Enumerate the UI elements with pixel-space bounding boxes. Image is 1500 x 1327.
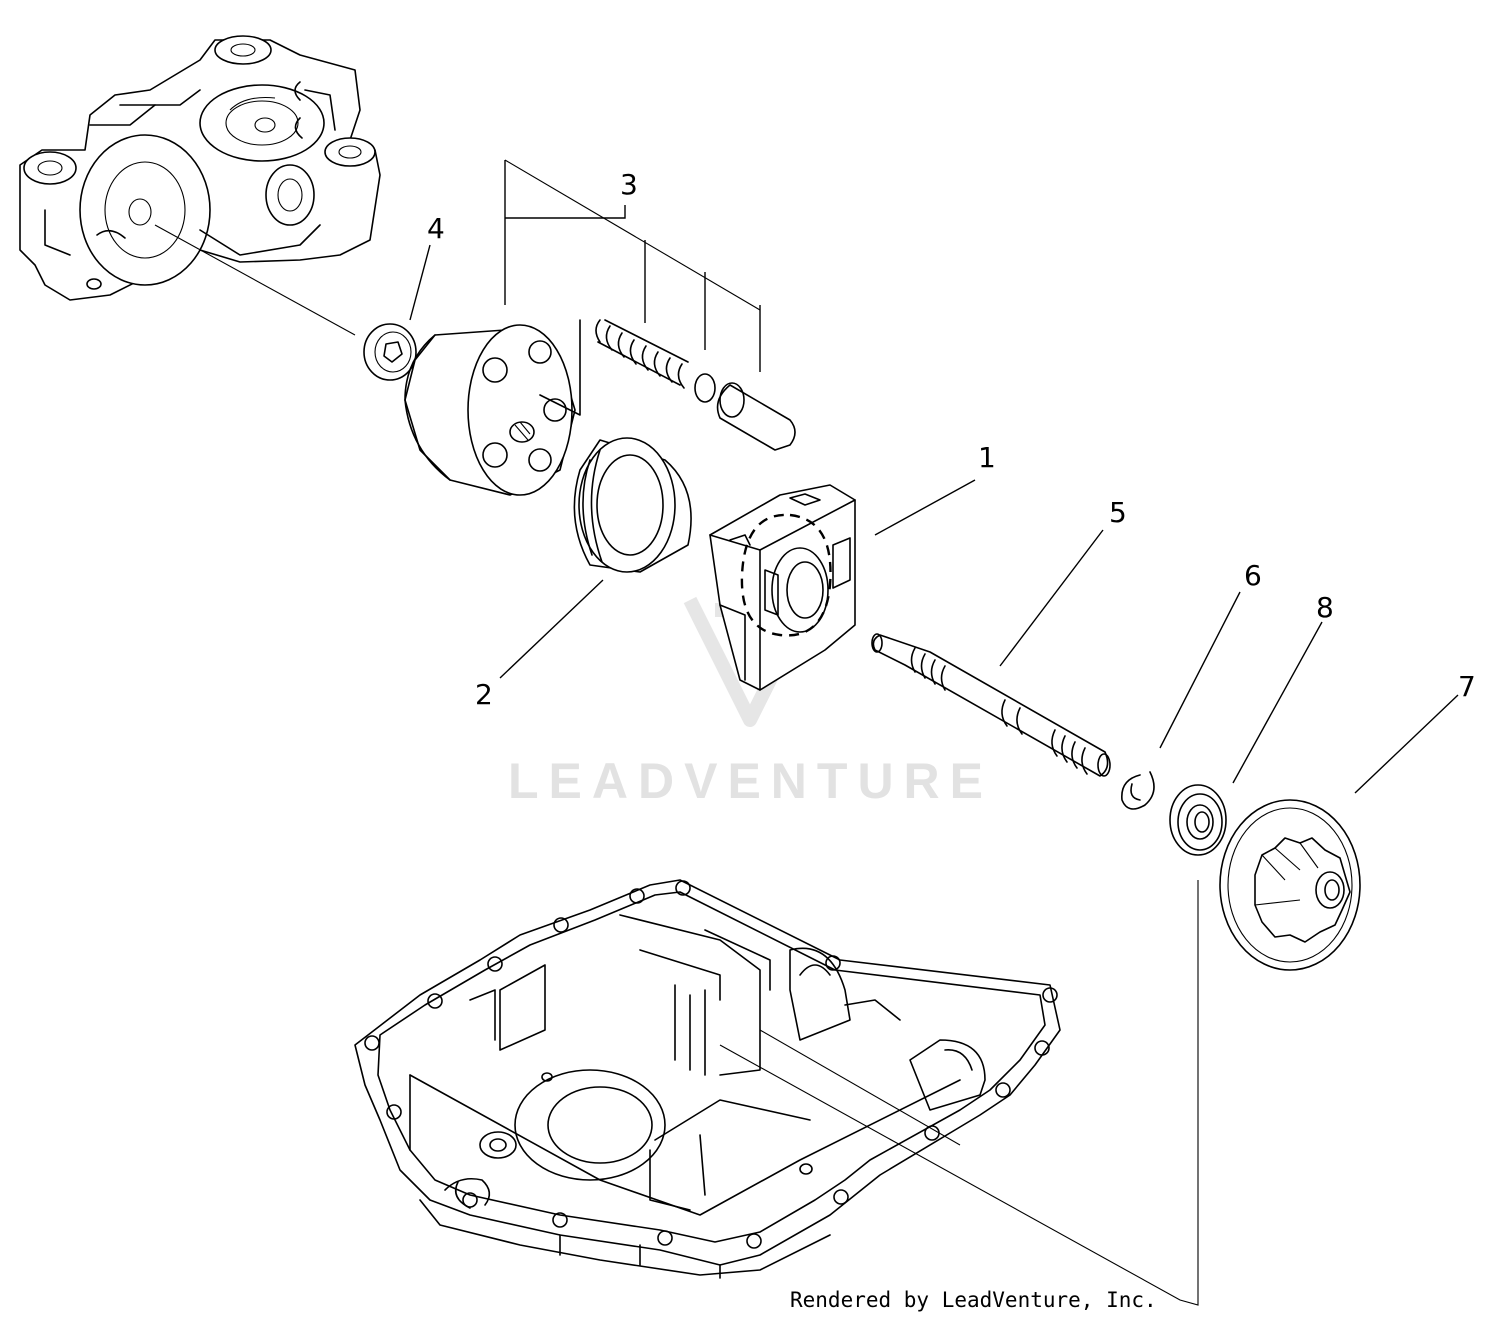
lower-housing [354,879,1061,1279]
callout-7[interactable]: 7 [1458,670,1476,703]
leader-1 [874,479,976,536]
leader-5 [999,529,1104,667]
leader-6 [1159,591,1241,749]
callout-labels: 1 2 3 4 5 6 7 8 [427,168,1476,711]
callout-5[interactable]: 5 [1109,496,1127,529]
leader-3-bracket [505,205,626,219]
part-8-ball-bearing [1169,784,1227,856]
assembly-lines [719,880,1199,1306]
part-4-thrust-washer [363,323,417,381]
callout-6[interactable]: 6 [1244,559,1262,592]
callout-8[interactable]: 8 [1316,591,1334,624]
callout-4[interactable]: 4 [427,212,445,245]
part-7-cooling-fan-gear [1219,799,1361,971]
part-3-piston-spring-assembly [504,159,796,451]
callout-1[interactable]: 1 [978,441,996,474]
callout-3[interactable]: 3 [620,168,638,201]
leader-4 [409,244,431,321]
part-1-trunnion-block [709,484,856,691]
center-section-housing [19,35,381,336]
leader-lines [409,160,1459,794]
part-5-input-shaft [871,633,1111,777]
part-6-retaining-ring [1121,771,1155,810]
render-credit: Rendered by LeadVenture, Inc. [790,1288,1157,1312]
callout-2[interactable]: 2 [475,678,493,711]
part-2-swashplate-bearing [573,437,692,573]
watermark-text: LEADVENTURE [507,753,994,809]
leader-2 [499,579,604,679]
part-3-cylinder-block [404,324,576,496]
leader-7 [1354,694,1459,794]
leader-8 [1232,621,1323,784]
